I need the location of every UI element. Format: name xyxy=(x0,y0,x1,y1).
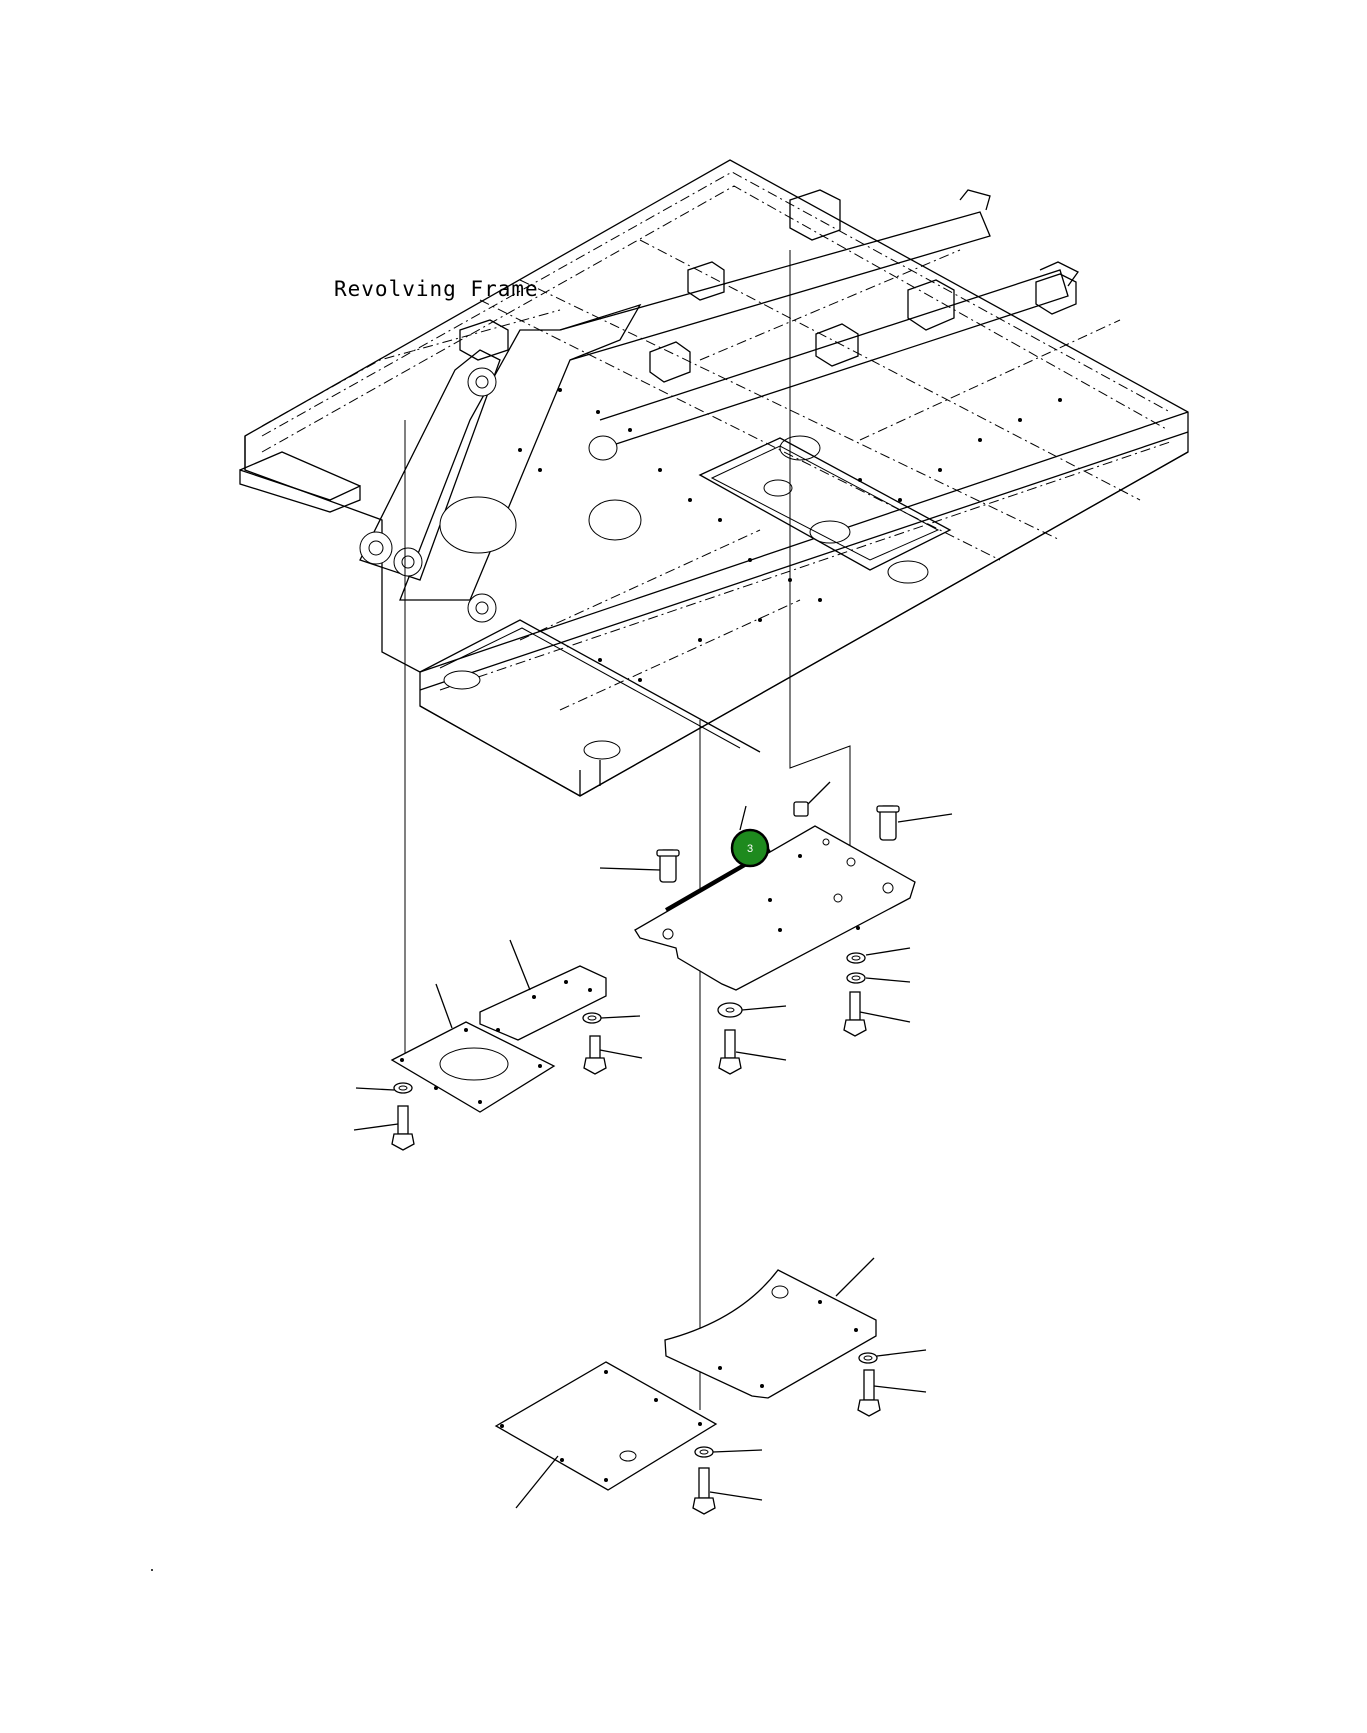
base-plate xyxy=(634,825,916,991)
bolt-center xyxy=(718,1029,787,1075)
stud-right xyxy=(876,805,953,841)
bolt-left-mid xyxy=(583,1035,643,1075)
callout-3[interactable]: 3 xyxy=(730,805,770,868)
frame-label: Revolving Frame xyxy=(334,277,539,301)
bolt-lower-left xyxy=(692,1467,763,1515)
reference-lines xyxy=(404,250,851,1410)
bolt-right xyxy=(843,991,911,1037)
stud-left xyxy=(599,849,680,883)
bolt-left-outer xyxy=(353,1105,415,1151)
lower-cover-plate-curved xyxy=(664,1257,877,1399)
washer-right-lower xyxy=(846,972,911,984)
washer-lower-right xyxy=(858,1349,927,1364)
lower-cover-plate-square xyxy=(494,1361,718,1509)
cover-plate-strip xyxy=(479,939,607,1041)
nut-top xyxy=(793,781,831,817)
washer-center xyxy=(717,1002,787,1018)
washer-left-mid xyxy=(582,1012,641,1024)
callout-3-number: 3 xyxy=(747,843,753,855)
revolving-frame-drawing xyxy=(239,159,1189,797)
cover-plate-with-hole xyxy=(390,983,556,1113)
washer-lower-left xyxy=(694,1446,763,1458)
washer-left-outer xyxy=(355,1082,413,1094)
washer-right-upper xyxy=(846,947,911,964)
bolt-lower-right xyxy=(857,1369,927,1417)
